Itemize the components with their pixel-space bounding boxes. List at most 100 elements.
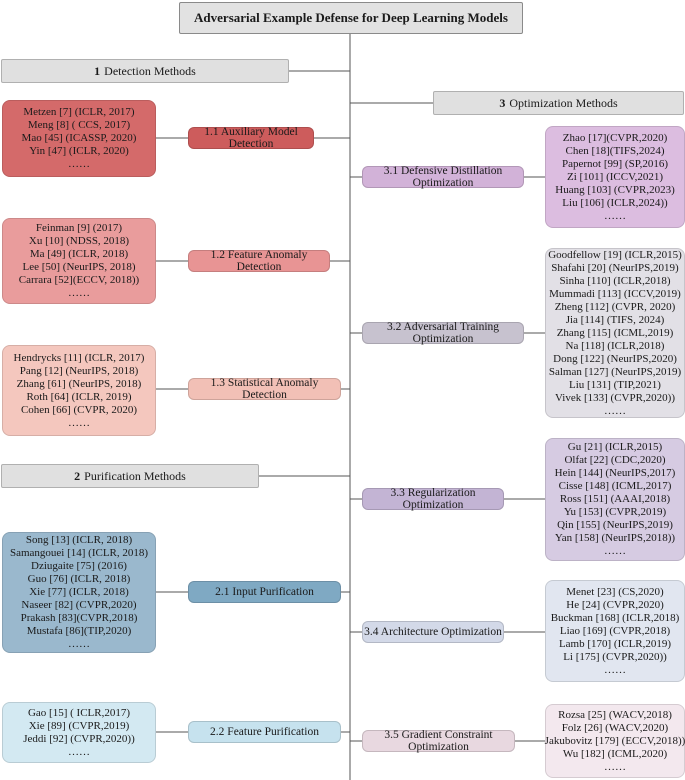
- reference-item: Zi [101] (ICCV,2021): [566, 170, 664, 183]
- reference-item: Xu [10] (NDSS, 2018): [28, 235, 130, 247]
- reference-item: Cohen [66] (CVPR, 2020): [20, 403, 138, 416]
- section-label: Detection Methods: [104, 63, 196, 78]
- reference-item: Roth [64] (ICLR, 2019): [26, 390, 132, 403]
- section-number: 3: [499, 95, 506, 110]
- reference-item: Qin [155] (NeurIPS,2019): [557, 519, 673, 531]
- refs-input-purification: Song [13] (ICLR, 2018)Samangouei [14] (I…: [2, 532, 156, 653]
- section-number: 1: [94, 63, 101, 78]
- reference-item: Rozsa [25] (WACV,2018): [558, 708, 672, 721]
- reference-item: Buckman [168] (ICLR,2018): [550, 611, 680, 624]
- ellipsis: ……: [68, 638, 90, 650]
- reference-item: Mummadi [113] (ICCV,2019): [549, 287, 681, 300]
- ellipsis: ……: [604, 663, 626, 676]
- reference-item: Dong [122] (NeurIPS,2020): [553, 352, 677, 365]
- ellipsis: ……: [604, 209, 626, 222]
- reference-item: Xie [77] (ICLR, 2018): [29, 586, 129, 598]
- ellipsis: ……: [68, 158, 90, 170]
- reference-item: Lee [50] (NeurIPS, 2018): [22, 261, 136, 273]
- reference-item: Jakubovitz [179] (ECCV,2018)): [544, 734, 685, 747]
- reference-item: Zhao [17](CVPR,2020): [562, 131, 668, 144]
- reference-item: Naseer [82] (CVPR,2020): [21, 599, 137, 611]
- ellipsis: ……: [68, 287, 90, 299]
- refs-architecture-optimization: Menet [23] (CS,2020)He [24] (CVPR,2020)B…: [545, 580, 685, 682]
- reference-item: Li [175] (CVPR,2020)): [563, 650, 667, 663]
- reference-item: Goodfellow [19] (ICLR,2015): [548, 248, 682, 261]
- refs-statistical-anomaly-detection: Hendrycks [11] (ICLR, 2017)Pang [12] (Ne…: [2, 345, 156, 436]
- reference-item: Liu [131] (TIP,2021): [569, 378, 661, 391]
- method-feature-anomaly-detection: 1.2 Feature Anomaly Detection: [188, 249, 330, 273]
- reference-item: Pang [12] (NeurIPS, 2018): [19, 364, 139, 377]
- reference-item: Zhang [61] (NeurIPS, 2018): [16, 377, 142, 390]
- refs-gradient-constraint-optimization: Rozsa [25] (WACV,2018)Folz [26] (WACV,20…: [545, 704, 685, 778]
- reference-item: Dziugaite [75] (2016): [31, 560, 127, 572]
- reference-item: Ross [151] (AAAI,2018): [559, 493, 671, 505]
- reference-item: Liu [106] (ICLR,2024)): [562, 196, 668, 209]
- method-adversarial-training-optimization: 3.2 Adversarial Training Optimization: [362, 321, 524, 345]
- reference-item: Wu [182] (ICML,2020): [562, 747, 668, 760]
- method-architecture-optimization: 3.4 Architecture Optimization: [362, 621, 504, 643]
- reference-item: Hendrycks [11] (ICLR, 2017): [13, 351, 145, 364]
- reference-item: Menet [23] (CS,2020): [566, 585, 664, 598]
- section-detection: 1 Detection Methods: [1, 59, 289, 83]
- method-defensive-distillation-optimization: 3.1 Defensive Distillation Optimization: [362, 165, 524, 189]
- reference-item: Guo [76] (ICLR, 2018): [27, 573, 131, 585]
- refs-defensive-distillation-optimization: Zhao [17](CVPR,2020)Chen [18](TIFS,2024)…: [545, 126, 685, 228]
- reference-item: Salman [127] (NeurIPS,2019): [548, 365, 682, 378]
- reference-item: Prakash [83](CVPR,2018): [20, 612, 138, 624]
- reference-item: Yin [47] (ICLR, 2020): [29, 145, 129, 157]
- reference-item: Lamb [170] (ICLR,2019): [558, 637, 672, 650]
- refs-auxiliary-model-detection: Metzen [7] (ICLR, 2017)Meng [8] ( CCS, 2…: [2, 100, 156, 177]
- section-label: Purification Methods: [84, 468, 186, 483]
- method-gradient-constraint-optimization: 3.5 Gradient Constraint Optimization: [362, 729, 515, 753]
- reference-item: Huang [103] (CVPR,2023): [555, 183, 675, 196]
- reference-item: Papernot [99] (SP,2016): [561, 157, 669, 170]
- method-auxiliary-model-detection: 1.1 Auxiliary Model Detection: [188, 126, 314, 150]
- section-number: 2: [74, 468, 81, 483]
- reference-item: Yu [153] (CVPR,2019): [563, 506, 667, 518]
- section-purification: 2 Purification Methods: [1, 464, 259, 488]
- reference-item: Shafahi [20] (NeurIPS,2019): [551, 261, 679, 274]
- reference-item: Vivek [133] (CVPR,2020)): [554, 391, 676, 404]
- refs-feature-anomaly-detection: Feinman [9] (2017)Xu [10] (NDSS, 2018)Ma…: [2, 218, 156, 304]
- reference-item: Folz [26] (WACV,2020): [561, 721, 669, 734]
- section-optimization: 3 Optimization Methods: [433, 91, 684, 115]
- reference-item: Liao [169] (CVPR,2018): [559, 624, 671, 637]
- reference-item: Cisse [148] (ICML,2017): [558, 480, 672, 492]
- reference-item: Mao [45] (ICASSP, 2020): [21, 132, 137, 144]
- reference-item: Jeddi [92] (CVPR,2020)): [23, 732, 135, 745]
- reference-item: Na [118] (ICLR,2018): [565, 339, 665, 352]
- reference-item: Mustafa [86](TIP,2020): [26, 625, 132, 637]
- reference-item: Song [13] (ICLR, 2018): [25, 534, 133, 546]
- reference-item: Olfat [22] (CDC,2020): [564, 454, 666, 466]
- ellipsis: ……: [68, 416, 90, 429]
- refs-feature-purification: Gao [15] ( ICLR,2017)Xie [89] (CVPR,2019…: [2, 702, 156, 763]
- reference-item: Feinman [9] (2017): [35, 222, 123, 234]
- reference-item: Xie [89] (CVPR,2019): [28, 719, 130, 732]
- reference-item: He [24] (CVPR,2020): [566, 598, 664, 611]
- ellipsis: ……: [604, 404, 626, 417]
- reference-item: Yan [158] (NeurIPS,2018)): [554, 532, 676, 544]
- reference-item: Hein [144] (NeurIPS,2017): [554, 467, 676, 479]
- reference-item: Carrara [52](ECCV, 2018)): [18, 274, 140, 286]
- method-statistical-anomaly-detection: 1.3 Statistical Anomaly Detection: [188, 377, 341, 401]
- ellipsis: ……: [604, 545, 626, 557]
- refs-regularization-optimization: Gu [21] (ICLR,2015)Olfat [22] (CDC,2020)…: [545, 438, 685, 561]
- refs-adversarial-training-optimization: Goodfellow [19] (ICLR,2015)Shafahi [20] …: [545, 248, 685, 418]
- section-label: Optimization Methods: [509, 95, 618, 110]
- reference-item: Meng [8] ( CCS, 2017): [27, 119, 131, 131]
- method-input-purification: 2.1 Input Purification: [188, 581, 341, 603]
- reference-item: Zheng [112] (CVPR, 2020): [554, 300, 676, 313]
- reference-item: Samangouei [14] (ICLR, 2018): [9, 547, 149, 559]
- reference-item: Sinha [110] (ICLR,2018): [559, 274, 671, 287]
- reference-item: Chen [18](TIFS,2024): [565, 144, 665, 157]
- reference-item: Gao [15] ( ICLR,2017): [27, 706, 131, 719]
- reference-item: Zhang [115] (ICML,2019): [556, 326, 674, 339]
- reference-item: Metzen [7] (ICLR, 2017): [23, 106, 135, 118]
- method-regularization-optimization: 3.3 Regularization Optimization: [362, 487, 504, 511]
- reference-item: Jia [114] (TIFS, 2024): [565, 313, 665, 326]
- reference-item: Gu [21] (ICLR,2015): [567, 441, 663, 453]
- reference-item: Ma [49] (ICLR, 2018): [29, 248, 129, 260]
- diagram-title: Adversarial Example Defense for Deep Lea…: [179, 2, 523, 34]
- ellipsis: ……: [68, 745, 90, 758]
